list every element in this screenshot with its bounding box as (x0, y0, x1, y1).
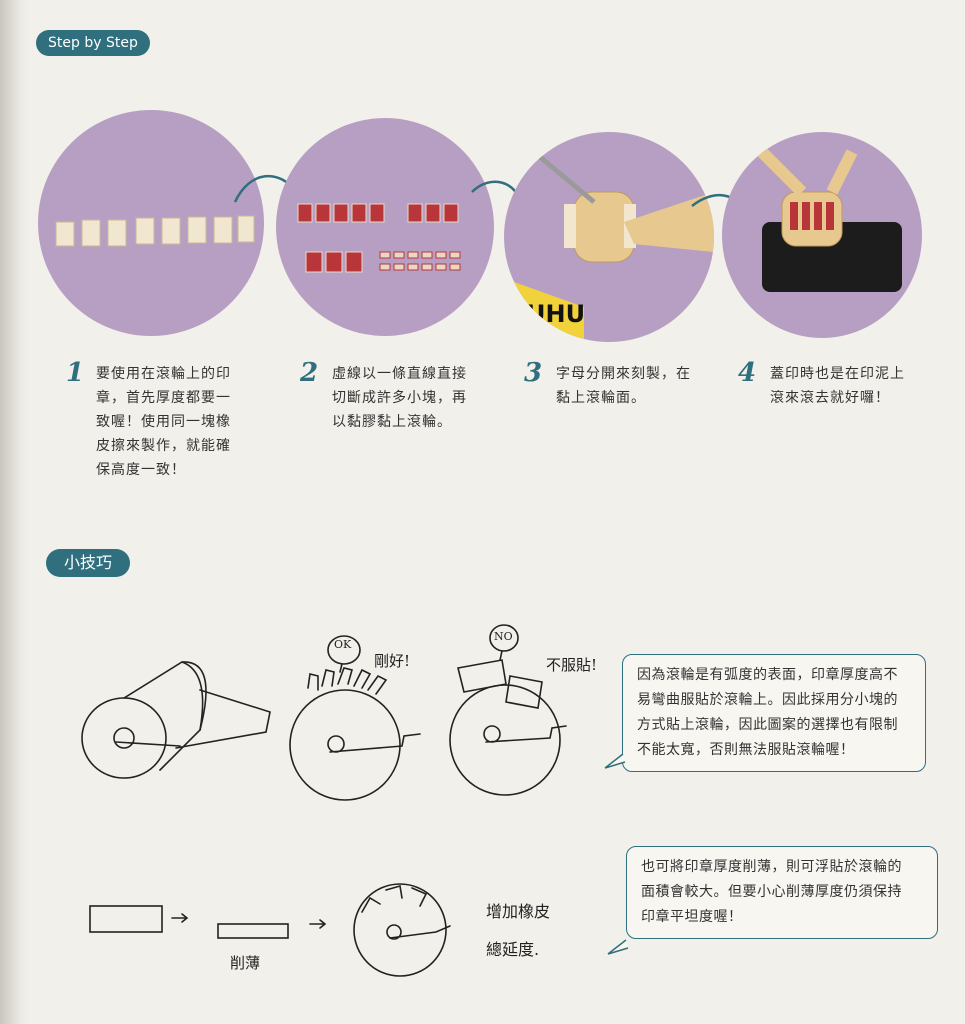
ok-note-text: 剛好! (374, 652, 411, 670)
increase-note-line1: 增加橡皮 (486, 902, 551, 921)
step-3-number: 3 (524, 358, 543, 388)
eraser-blocks-illustration (55, 215, 255, 247)
step-3-photo: UHU (504, 132, 714, 342)
step-2-number: 2 (300, 358, 319, 388)
roller-inking-illustration (757, 147, 902, 292)
ok-bubble-text: OK (334, 638, 352, 651)
step-1-number: 1 (66, 358, 85, 388)
tip-note-2-tail (607, 939, 629, 955)
step-by-step-label: Step by Step (36, 30, 150, 56)
step-4-photo (722, 132, 922, 338)
cut-stamp-pieces-illustration (297, 203, 461, 273)
roller-sketch-illustration (81, 624, 567, 977)
step-2-photo (276, 118, 494, 336)
no-note-text: 不服貼! (546, 656, 598, 674)
no-bubble-text: NO (494, 630, 513, 643)
step-1-text: 要使用在滾輪上的印章，首先厚度都要一致喔！使用同一塊橡皮擦來製作，就能確保高度一… (96, 366, 231, 478)
thin-label-text: 削薄 (230, 954, 261, 972)
step-3-text: 字母分開來刻製，在黏上滾輪面。 (556, 366, 691, 406)
tip-note-1: 因為滾輪是有弧度的表面，印章厚度高不易彎曲服貼於滾輪上。因此採用分小塊的方式貼上… (622, 654, 926, 772)
glue-brand-text: UHU (526, 300, 585, 328)
tip-note-2: 也可將印章厚度削薄，則可浮貼於滾輪的面積會較大。但要小心削薄厚度仍須保持印章平坦… (626, 846, 938, 939)
tips-section-label: 小技巧 (46, 549, 131, 577)
step-1-photo (38, 110, 264, 336)
increase-note-line2: 總延度. (486, 940, 540, 959)
step-4-text: 蓋印時也是在印泥上滾來滾去就好囉！ (770, 366, 905, 406)
step-4-number: 4 (738, 358, 757, 388)
step-2-text: 虛線以一條直線直接切斷成許多小塊，再以黏膠黏上滾輪。 (332, 366, 467, 430)
roller-gluing-illustration: UHU (504, 150, 714, 342)
svg-text:UHU: UHU (526, 300, 585, 328)
tip-note-1-tail (604, 753, 626, 769)
page-gutter-shadow (0, 0, 30, 1024)
